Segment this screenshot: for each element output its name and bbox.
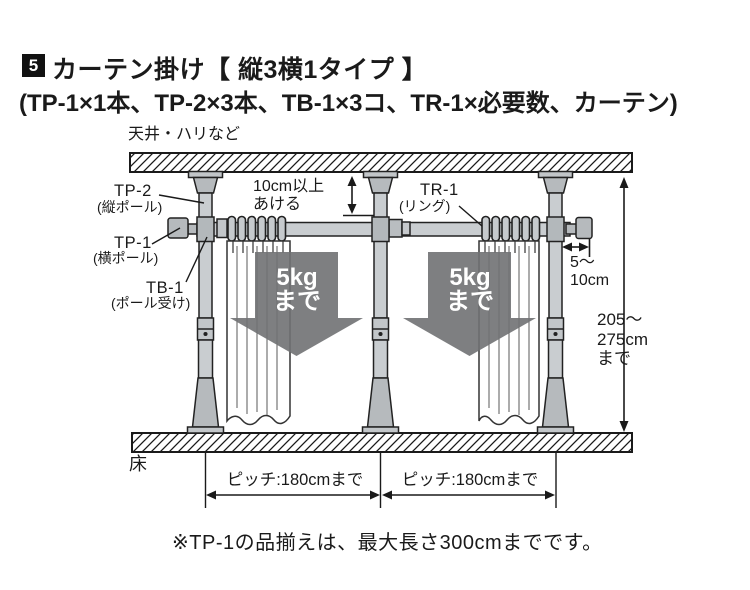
tp2-name-label: (縦ポール) (97, 199, 163, 215)
side-gap-label-line2: 10cm (570, 272, 610, 289)
footnote: ※TP-1の品揃えは、最大長さ300cmまでです。 (172, 532, 603, 554)
tp2-code-label: TP-2 (114, 182, 152, 200)
ceiling-label: 天井・ハリなど (128, 126, 241, 143)
receiver-middle (371, 216, 390, 243)
height-range-line3: まで (597, 349, 631, 368)
max-load-label-left: 5kg まで (262, 264, 332, 316)
height-range-line2: 275cm (597, 330, 649, 349)
parts-list-line: (TP-1×1本、TP-2×3本、TB-1×3コ、TR-1×必要数、カーテン) (19, 90, 678, 117)
top-gap-label-line1: 10cm以上 (253, 178, 325, 195)
step-number-badge: 5 (22, 54, 45, 77)
tr1-name-label: (リング) (399, 198, 451, 214)
max-load-value: 5kg (276, 264, 318, 291)
pole-sleeve-left (216, 218, 228, 239)
load-arrow-left (230, 252, 363, 356)
tb1-name-label: (ポール受け) (111, 295, 191, 311)
rings-group (227, 215, 541, 242)
top-gap-label-line2: あける (253, 196, 302, 213)
receiver-right (546, 216, 565, 243)
height-range-line1: 205～ (597, 310, 643, 329)
load-arrow-right (403, 252, 536, 356)
right-end-cap (575, 216, 593, 240)
max-load-suffix: まで (273, 288, 321, 316)
pole-receivers-group (196, 216, 565, 243)
max-load-label-right: 5kg まで (435, 264, 505, 316)
pole-left (186, 170, 225, 434)
floor-label: 床 (129, 454, 147, 474)
tb1-code-label: TB-1 (146, 279, 184, 297)
page-title: カーテン掛け【 縦3横1タイプ 】 (52, 56, 428, 84)
side-gap-label-line1: 5～ (570, 254, 595, 271)
tr1-code-label: TR-1 (420, 181, 459, 199)
max-load-suffix: まで (446, 288, 494, 316)
max-load-value: 5kg (449, 264, 491, 291)
tp1-name-label: (横ポール) (93, 250, 159, 266)
pole-sleeve-step (401, 221, 411, 236)
pole-right (536, 170, 575, 434)
tp1-code-label: TP-1 (114, 234, 152, 252)
